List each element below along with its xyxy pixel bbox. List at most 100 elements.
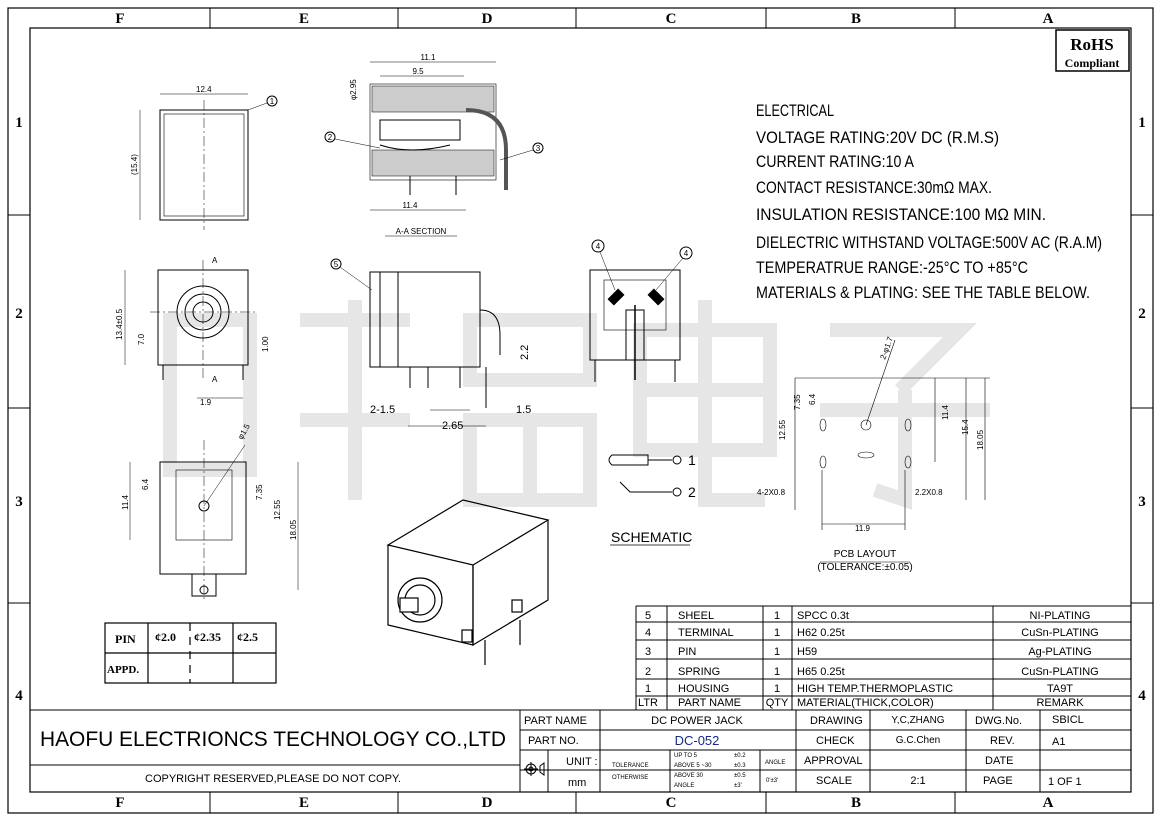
schematic-pin-label: 1 bbox=[688, 452, 696, 468]
angle-label: ANGLE bbox=[765, 760, 785, 766]
unit-value: mm bbox=[568, 777, 586, 789]
scale-label: SCALE bbox=[816, 775, 852, 787]
bom-cell-name: PIN bbox=[678, 646, 696, 658]
electrical-specs: ELECTRICAL VOLTAGE RATING:20V DC (R.M.S)… bbox=[756, 101, 1102, 302]
dimension-label: 18.05 bbox=[976, 429, 985, 450]
electrical-title: ELECTRICAL bbox=[756, 101, 834, 120]
tolerance-value: ±0.5 bbox=[734, 773, 746, 779]
section-marker: A bbox=[212, 375, 218, 384]
column-label: D bbox=[482, 11, 493, 27]
row-label: 2 bbox=[1138, 306, 1146, 322]
dimension-label: 2-1.5 bbox=[370, 404, 395, 416]
spec-line: INSULATION RESISTANCE:100 MΩ MIN. bbox=[756, 205, 1046, 224]
tolerance-range: UP TO 5 bbox=[674, 753, 698, 759]
row-label: 1 bbox=[15, 115, 23, 131]
column-label: E bbox=[299, 795, 309, 811]
company-name: HAOFU ELECTRIONCS TECHNOLOGY CO.,LTD bbox=[40, 728, 506, 751]
tolerance-label: OTHERWISE bbox=[612, 775, 648, 781]
pin-size: ¢2.5 bbox=[237, 630, 258, 644]
tolerance-value: ±0.3 bbox=[734, 763, 746, 769]
bom-cell-material: H62 0.25t bbox=[797, 627, 845, 639]
appd-label: APPD. bbox=[107, 664, 139, 676]
page-label: PAGE bbox=[983, 775, 1013, 787]
check-by: G.C.Chen bbox=[896, 735, 940, 746]
rev-value: A1 bbox=[1052, 736, 1065, 748]
bom-cell-qty: 1 bbox=[774, 666, 780, 678]
dimension-label: 9.5 bbox=[412, 67, 424, 76]
part-name-label: PART NAME bbox=[524, 715, 587, 727]
callout-number: 5 bbox=[334, 260, 339, 269]
column-label: F bbox=[115, 11, 124, 27]
bom-cell-material: H59 bbox=[797, 646, 817, 658]
dimension-label: 6.4 bbox=[808, 393, 817, 405]
spec-line: DIELECTRIC WITHSTAND VOLTAGE:500V AC (R.… bbox=[756, 233, 1102, 252]
dimension-label: 11.9 bbox=[855, 524, 871, 533]
column-label: A bbox=[1043, 11, 1054, 27]
bom-cell-ltr: 1 bbox=[645, 683, 651, 695]
column-label: F bbox=[115, 795, 124, 811]
row-label: 4 bbox=[15, 688, 23, 704]
bom-header-material: MATERIAL(THICK,COLOR) bbox=[797, 697, 934, 709]
dwg-no-label: DWG.No. bbox=[975, 715, 1022, 727]
dimension-label: 12.4 bbox=[196, 85, 212, 94]
bom-cell-ltr: 2 bbox=[645, 666, 651, 678]
dimension-label: 6.4 bbox=[141, 478, 150, 490]
part-no: DC-052 bbox=[675, 733, 720, 748]
bottom-view bbox=[129, 440, 299, 600]
dimension-label: 1.9 bbox=[200, 398, 212, 407]
pin-size: ¢2.35 bbox=[194, 630, 221, 644]
angle-value: 0'±3' bbox=[766, 778, 778, 784]
watermark bbox=[163, 300, 990, 510]
bom-cell-remark: CuSn-PLATING bbox=[1021, 666, 1098, 678]
spec-line: CURRENT RATING:10 A bbox=[756, 152, 915, 171]
rev-label: REV. bbox=[990, 735, 1015, 747]
dimension-label: (15.4) bbox=[130, 154, 139, 175]
bom-cell-name: HOUSING bbox=[678, 683, 729, 695]
top-view bbox=[139, 93, 278, 230]
dwg-no: SBICL bbox=[1052, 714, 1084, 726]
dimension-label: 1.00 bbox=[261, 336, 270, 352]
column-label: A bbox=[1043, 795, 1054, 811]
drawing-by: Y,C,ZHANG bbox=[891, 715, 944, 726]
row-label: 4 bbox=[1138, 688, 1146, 704]
drawing-frame bbox=[7, 7, 1154, 814]
callout-number: 2 bbox=[328, 133, 333, 142]
bom-cell-remark: NI-PLATING bbox=[1030, 610, 1091, 622]
callout-number: 3 bbox=[536, 144, 541, 153]
bom-cell-ltr: 5 bbox=[645, 610, 651, 622]
unit-label: UNIT : bbox=[566, 756, 598, 768]
dimension-label: 7.0 bbox=[137, 333, 146, 345]
bom-cell-name: SHEEL bbox=[678, 610, 714, 622]
pin-label: PIN bbox=[115, 632, 136, 646]
third-angle-projection-icon bbox=[524, 762, 545, 776]
bom-cell-material: SPCC 0.3t bbox=[797, 610, 849, 622]
copyright-notice: COPYRIGHT RESERVED,PLEASE DO NOT COPY. bbox=[145, 773, 401, 785]
bom-cell-qty: 1 bbox=[774, 627, 780, 639]
row-label: 3 bbox=[1138, 494, 1146, 510]
bom-cell-material: H65 0.25t bbox=[797, 666, 845, 678]
column-label: D bbox=[482, 795, 493, 811]
title-block bbox=[30, 709, 1131, 792]
dimension-label: 13.4±0.5 bbox=[115, 308, 124, 340]
schematic bbox=[608, 454, 690, 546]
bom-header-remark: REMARK bbox=[1036, 697, 1084, 709]
column-label: C bbox=[666, 11, 677, 27]
isometric-view bbox=[386, 499, 550, 665]
callout-number: 4 bbox=[684, 249, 689, 258]
bom-cell-qty: 1 bbox=[774, 610, 780, 622]
tolerance-range: ANGLE bbox=[674, 783, 694, 789]
tolerance-range: ABOVE 30 bbox=[674, 773, 704, 779]
dimension-label: 4-2X0.8 bbox=[757, 488, 786, 497]
dimension-label: 7.35 bbox=[255, 484, 264, 500]
check-label: CHECK bbox=[816, 735, 855, 747]
part-name: DC POWER JACK bbox=[651, 715, 743, 727]
rohs-badge: RoHS Compliant bbox=[1055, 29, 1130, 72]
dimension-label: 12.55 bbox=[778, 419, 787, 440]
dimension-label: 11.1 bbox=[421, 53, 437, 62]
section-label: A-A SECTION bbox=[396, 227, 447, 236]
dimension-label: 12.55 bbox=[273, 499, 282, 520]
spec-line: CONTACT RESISTANCE:30mΩ MAX. bbox=[756, 178, 992, 197]
callout-number: 4 bbox=[596, 242, 601, 251]
bom-cell-material: HIGH TEMP.THERMOPLASTIC bbox=[797, 683, 953, 695]
